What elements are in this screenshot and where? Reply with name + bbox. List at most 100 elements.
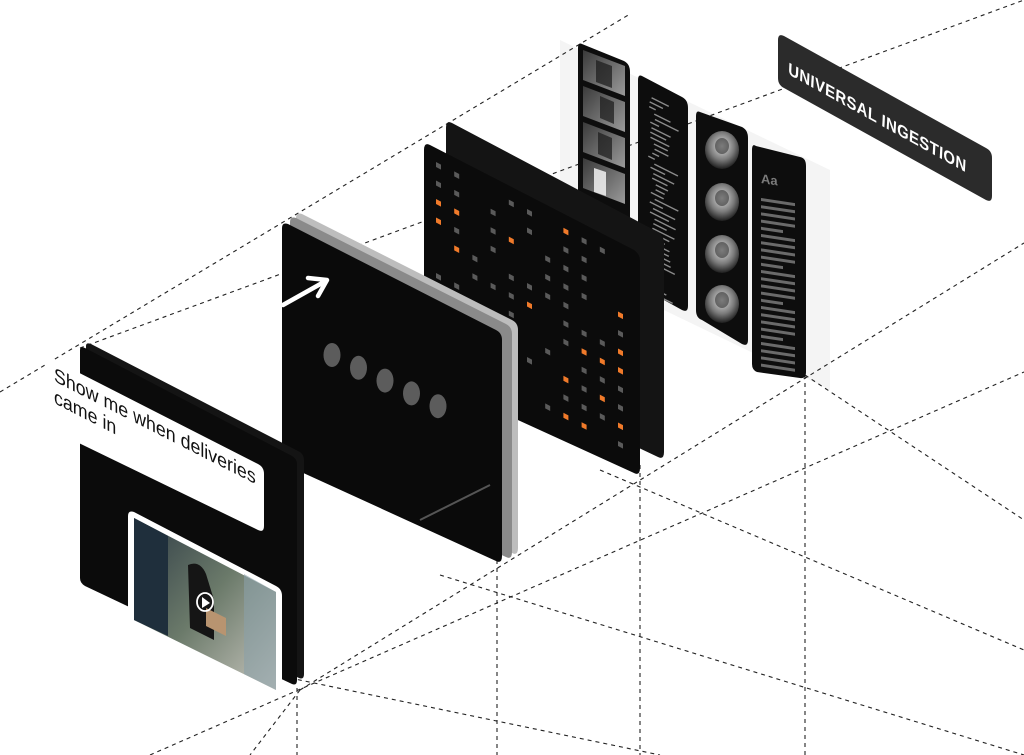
document-line [761, 198, 795, 207]
embedding-square [454, 171, 460, 179]
film-frame [583, 86, 625, 132]
waveform-line [650, 131, 667, 141]
waveform-line [651, 97, 670, 108]
waveform-line [649, 201, 664, 210]
embedding-square [508, 273, 514, 282]
embedding-square [581, 255, 587, 264]
embedding-square [527, 283, 532, 291]
token-dot [429, 394, 447, 419]
embedding-square [581, 348, 587, 356]
waveform-line [651, 127, 671, 138]
waveform-line [649, 101, 664, 110]
document-line [761, 241, 795, 250]
waveform-line [654, 218, 676, 231]
embedding-square [563, 246, 569, 254]
guide-line [599, 469, 1024, 651]
embedding-square [563, 283, 569, 291]
panel-sheen [419, 484, 491, 521]
embedding-square [527, 227, 532, 236]
embedding-square [436, 217, 441, 226]
document-line [761, 212, 795, 221]
embedding-square [581, 366, 587, 375]
embedding-square [436, 199, 441, 207]
embedding-square [618, 422, 623, 431]
text-document-card: Aa [752, 145, 806, 379]
delivery-video-thumbnail[interactable] [128, 511, 282, 697]
embedding-square [581, 274, 587, 282]
guide-line [439, 574, 1024, 755]
embedding-square [563, 412, 569, 421]
embedding-square [581, 237, 587, 245]
embedding-square [527, 357, 532, 365]
document-line [761, 363, 795, 372]
document-line [761, 205, 795, 214]
embedding-square [454, 245, 460, 253]
embedding-square [508, 199, 514, 208]
face-avatar [705, 183, 739, 221]
film-frame [583, 158, 625, 204]
document-line [761, 320, 795, 329]
guide-line [804, 374, 1024, 521]
document-line [761, 342, 795, 351]
embedding-square [618, 404, 623, 412]
play-icon[interactable] [196, 592, 214, 612]
document-line [761, 219, 795, 228]
embedding-square [581, 422, 587, 430]
guide-line [0, 13, 631, 393]
document-line [761, 356, 795, 365]
film-frame [583, 122, 625, 168]
embedding-square [581, 385, 587, 393]
embedding-square [599, 376, 605, 384]
text-glyph-label: Aa [761, 171, 778, 189]
embedding-square [618, 330, 623, 338]
embedding-square [508, 292, 514, 300]
document-line [761, 298, 783, 306]
embedding-square [545, 273, 551, 282]
waveform-line [650, 136, 670, 148]
embedding-square [454, 226, 460, 235]
film-frame [583, 50, 625, 96]
embedding-square [599, 394, 605, 403]
guide-line [299, 242, 1024, 691]
embedding-square [436, 162, 441, 170]
document-line [761, 270, 795, 279]
embedding-square [454, 208, 460, 216]
embedding-square [563, 338, 569, 347]
embedding-square [618, 367, 623, 375]
document-line [761, 255, 795, 264]
embedding-square [581, 403, 587, 412]
document-line [761, 349, 795, 358]
document-line [761, 234, 795, 243]
embedding-square [599, 357, 605, 366]
embedding-square [472, 273, 478, 281]
waveform-line [653, 113, 671, 123]
waveform-line [652, 227, 675, 240]
document-line [761, 262, 783, 270]
waveform-line [655, 189, 665, 195]
badge-label: UNIVERSAL INGESTION [788, 59, 967, 177]
embedding-square [599, 246, 605, 255]
token-dot [376, 368, 394, 393]
document-line [761, 291, 795, 300]
embedding-square [618, 385, 623, 394]
faces-card [696, 111, 748, 345]
waveform-line [650, 166, 666, 176]
waveform-line [653, 223, 667, 231]
embedding-square [454, 282, 460, 290]
embedding-square [563, 264, 569, 273]
face-avatar [705, 131, 739, 169]
embedding-square [618, 441, 623, 449]
document-line [761, 226, 783, 234]
guide-line [249, 689, 301, 755]
embedding-square [508, 310, 514, 319]
embedding-square [563, 375, 569, 384]
document-line [761, 306, 795, 315]
embedding-square [472, 254, 478, 263]
waveform-line [655, 184, 669, 192]
embedding-square [436, 273, 441, 281]
waveform-line [651, 177, 668, 187]
document-line [761, 284, 795, 293]
document-line [761, 313, 795, 322]
embedding-square [490, 208, 496, 217]
